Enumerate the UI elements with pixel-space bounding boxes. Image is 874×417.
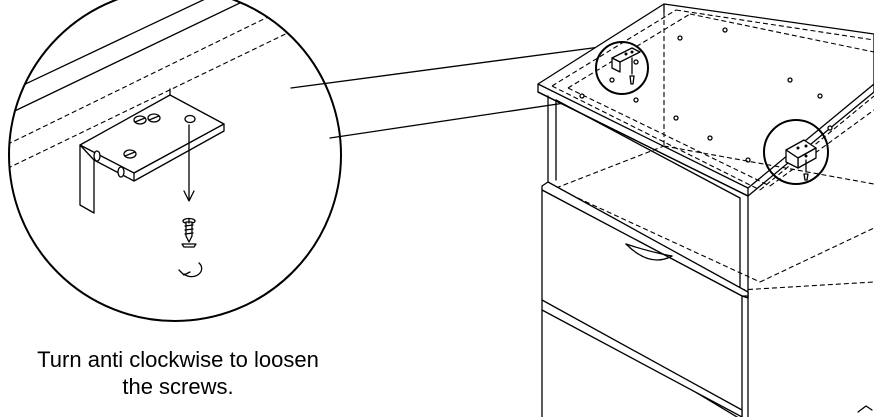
cabinet-drawing (537, 3, 874, 417)
callout-circle (8, 0, 342, 322)
panel-edge-lines (9, 0, 341, 173)
detail-circle-1 (595, 41, 649, 95)
caster (857, 405, 873, 413)
instruction-line-1: Turn anti clockwise to loosen (37, 347, 319, 372)
upper-drawer (541, 181, 749, 417)
zoom-callout (8, 0, 342, 322)
top-panel-holes (579, 27, 833, 163)
lower-drawer (541, 299, 743, 417)
instruction-line-2: the screws. (122, 374, 234, 399)
down-arrow-icon (183, 124, 195, 202)
rotation-arrow-icon (178, 262, 203, 278)
hidden-edges (555, 12, 874, 291)
instruction-caption: Turn anti clockwise to loosen the screws… (0, 346, 356, 400)
l-bracket-icon (79, 88, 225, 214)
screw-icon (181, 217, 197, 248)
detail-circle-2 (763, 119, 829, 185)
